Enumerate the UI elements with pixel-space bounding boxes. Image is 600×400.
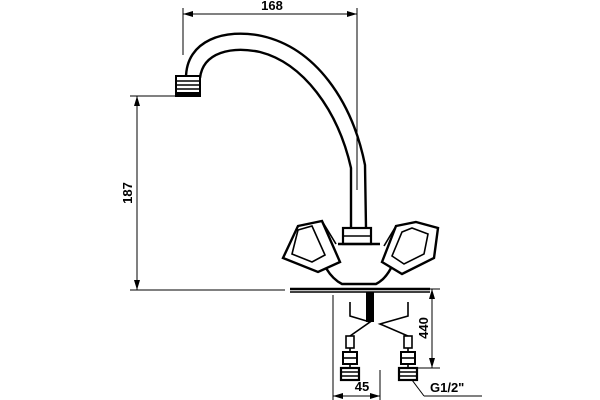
dimension-hose-length: 440 [380, 288, 440, 369]
spout [175, 32, 368, 229]
thread-label: G1/2" [430, 380, 464, 395]
spout-height-label: 187 [120, 182, 135, 204]
left-handle [281, 219, 342, 274]
mounting-stud [366, 292, 374, 322]
thread-callout: G1/2" [411, 379, 482, 397]
dimension-spout-reach: 168 [182, 0, 358, 190]
aerator [175, 75, 201, 97]
dimension-inlet-spacing: 45 [332, 295, 381, 400]
mounting-and-hoses [339, 292, 419, 382]
spout-reach-label: 168 [261, 0, 283, 13]
hose-length-label: 440 [416, 317, 431, 339]
inlet-spacing-label: 45 [355, 379, 369, 394]
right-handle [380, 220, 440, 276]
dimension-spout-height: 187 [120, 95, 285, 291]
